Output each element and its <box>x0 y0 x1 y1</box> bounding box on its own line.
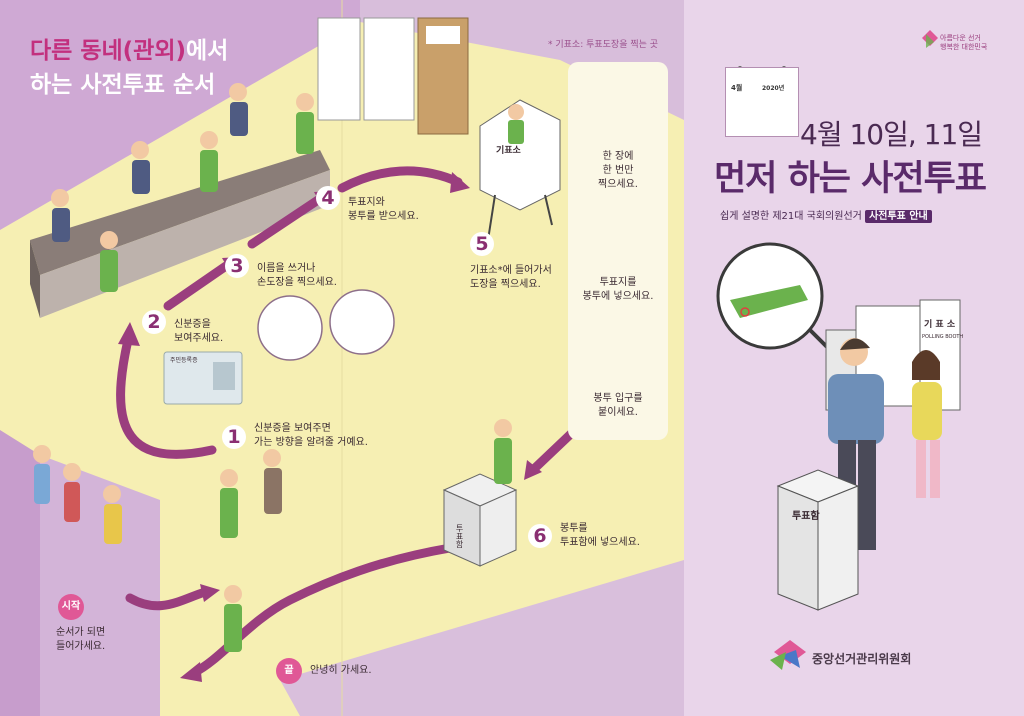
subtitle-text: 쉽게 설명한 제21대 국회의원선거 <box>720 211 862 222</box>
cover-title: 먼저 하는 사전투표 <box>714 159 987 199</box>
organization-name: 중앙선거관리위원회 <box>812 652 912 666</box>
step-5-number: 5 <box>470 232 494 256</box>
title-line2: 하는 사전투표 순서 <box>30 72 216 98</box>
floor-background <box>0 0 684 716</box>
id-card-label: 주민등록증 <box>170 357 198 364</box>
brand-slogan-text: 아름다운 선거 행복한 대한민국 <box>940 34 988 51</box>
title-rest: 에서 <box>186 38 229 64</box>
step-1-number: 1 <box>222 425 246 449</box>
end-text: 안녕히 가세요. <box>310 665 372 676</box>
subtitle-badge: 사전투표 안내 <box>865 210 932 223</box>
end-tag: 끝 <box>276 658 302 684</box>
ballot-box-label: 투표함 <box>455 524 464 548</box>
step-1-text: 신분증을 보여주면 가는 방향을 알려줄 거예요. <box>254 423 368 448</box>
instruction-panel <box>568 62 668 440</box>
calendar-month: 4월 <box>731 84 743 92</box>
step-2-text: 신분증을 보여주세요. <box>174 319 224 344</box>
brand-slogan: 아름다운 선거 행복한 대한민국 <box>940 34 987 52</box>
step-4-text: 투표지와 봉투를 받으세요. <box>348 197 419 222</box>
cover-booth-sign-sub: POLLING BOOTH <box>922 334 964 340</box>
panel-text-3: 봉투 입구를 붙이세요. <box>593 393 643 418</box>
step-6-text: 봉투를 투표함에 넣으세요. <box>560 523 640 548</box>
step-3-number: 3 <box>225 254 249 278</box>
panel-text-1: 한 장에 한 번만 찍으세요. <box>598 151 638 190</box>
start-tag: 시작 <box>58 594 84 620</box>
cover-booth-sign: 기 표 소 <box>924 320 956 330</box>
calendar-year: 2020년 <box>762 85 785 92</box>
page-title: 다른 동네(관외)에서 하는 사전투표 순서 <box>30 34 228 102</box>
voting-steps-spread: 다른 동네(관외)에서 하는 사전투표 순서 * 기표소: 투표도장을 찍는 곳… <box>0 0 684 716</box>
title-highlight: 다른 동네(관외) <box>30 38 186 64</box>
booth-footnote: * 기표소: 투표도장을 찍는 곳 <box>548 40 659 50</box>
step-6-number: 6 <box>528 524 552 548</box>
cover-subtitle: 쉽게 설명한 제21대 국회의원선거 사전투표 안내 <box>720 207 932 223</box>
step-4-number: 4 <box>316 186 340 210</box>
step-2-number: 2 <box>142 310 166 334</box>
voting-dates: 4월 10일, 11일 <box>800 118 983 151</box>
panel-text-2: 투표지를 봉투에 넣으세요. <box>582 277 654 302</box>
calendar-icon: 4월 2020년 <box>725 67 799 137</box>
step-3-text: 이름을 쓰거나 손도장을 찍으세요. <box>257 263 337 288</box>
step-5-text: 기표소*에 들어가서 도장을 찍으세요. <box>470 265 552 290</box>
start-text: 순서가 되면 들어가세요. <box>56 627 106 652</box>
booth-label: 기표소 <box>496 146 521 156</box>
cover-ballot-box-label: 투표함 <box>792 511 820 522</box>
